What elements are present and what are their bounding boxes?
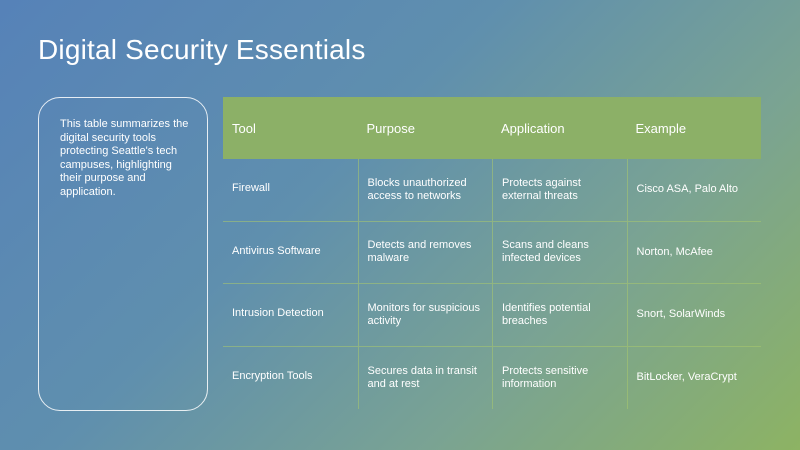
summary-text: This table summarizes the digital securi… — [60, 118, 189, 198]
header-tool: Tool — [232, 120, 256, 136]
table-row: Intrusion Detection Monitors for suspici… — [223, 284, 761, 347]
table-row: Antivirus Software Detects and removes m… — [223, 221, 762, 284]
cell-application: Scans and cleans infected devices — [492, 221, 627, 283]
cell-example: BitLocker, VeraCrypt — [626, 346, 762, 409]
cell-purpose: Secures data in transit and at rest — [357, 346, 493, 409]
summary-box: This table summarizes the digital securi… — [38, 97, 208, 411]
cell-purpose: Detects and removes malware — [357, 221, 493, 283]
cell-tool: Antivirus Software — [232, 244, 321, 257]
header-application: Application — [501, 120, 565, 136]
table-header-row: Tool Purpose Application Example — [223, 97, 761, 159]
table-row: Firewall Blocks unauthorized access to n… — [223, 159, 761, 222]
cell-tool: Intrusion Detection — [232, 307, 324, 320]
header-purpose: Purpose — [366, 120, 415, 136]
cell-purpose: Monitors for suspicious activity — [357, 284, 493, 346]
cell-application: Identifies potential breaches — [492, 284, 627, 346]
security-tools-table: Tool Purpose Application Example Firewal… — [223, 97, 761, 409]
cell-example: Cisco ASA, Palo Alto — [626, 159, 762, 221]
slide-title: Digital Security Essentials — [38, 34, 366, 65]
table-row: Encryption Tools Secures data in transit… — [223, 346, 762, 409]
cell-application: Protects sensitive information — [492, 346, 627, 409]
cell-example: Norton, McAfee — [626, 221, 762, 283]
cell-tool: Firewall — [232, 182, 270, 195]
cell-purpose: Blocks unauthorized access to networks — [357, 159, 493, 221]
cell-application: Protects against external threats — [492, 159, 627, 221]
cell-example: Snort, SolarWinds — [626, 284, 762, 346]
cell-tool: Encryption Tools — [232, 370, 313, 383]
header-example: Example — [635, 120, 687, 136]
